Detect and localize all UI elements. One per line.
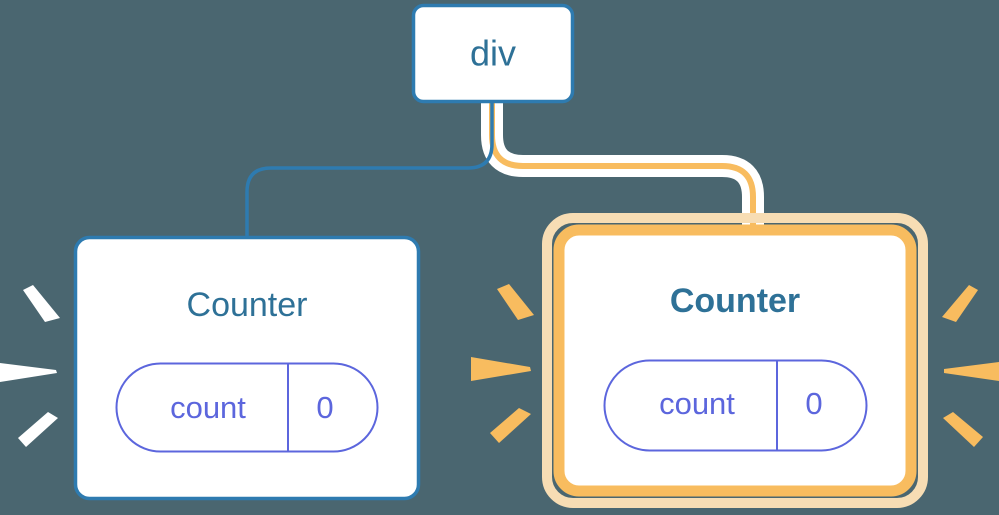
property-value-right: 0 (805, 386, 822, 421)
node-div-label: div (470, 33, 516, 74)
node-counter-right-outer-glow (542, 213, 928, 508)
edge-div-to-right-counter (481, 103, 764, 240)
node-div-box[interactable] (411, 3, 575, 104)
node-counter-right-label: Counter (670, 282, 800, 320)
ray-white-bottom (18, 412, 58, 447)
property-value-left: 0 (316, 390, 333, 425)
property-name-left: count (170, 390, 246, 425)
node-counter-left[interactable]: Counter count 0 (73, 235, 421, 501)
property-capsule-right[interactable]: count 0 (603, 359, 868, 452)
rays-right-outer (942, 285, 999, 447)
ray-white-middle (0, 363, 57, 382)
ray-orange-mid-middle (471, 357, 531, 381)
ray-orange-right-top (942, 285, 978, 322)
property-name-right: count (659, 386, 735, 421)
ray-orange-right-bottom (943, 412, 983, 447)
edge-orange-line (489, 103, 756, 240)
ray-orange-mid-bottom (490, 408, 531, 443)
rays-left-outer (0, 285, 60, 447)
ray-white-top (23, 285, 60, 322)
edge-blue-line (245, 103, 494, 245)
rays-left-inner (471, 284, 534, 443)
node-div[interactable]: div (411, 3, 575, 104)
edge-div-to-left-counter (245, 103, 494, 245)
node-counter-left-label: Counter (187, 286, 308, 324)
property-capsule-right-outline (603, 359, 868, 452)
ray-orange-right-middle (944, 362, 999, 381)
property-capsule-left-outline (115, 362, 379, 453)
ray-orange-mid-top (497, 284, 534, 320)
property-capsule-left[interactable]: count 0 (115, 362, 379, 453)
node-counter-right[interactable]: Counter count 0 (542, 213, 928, 508)
